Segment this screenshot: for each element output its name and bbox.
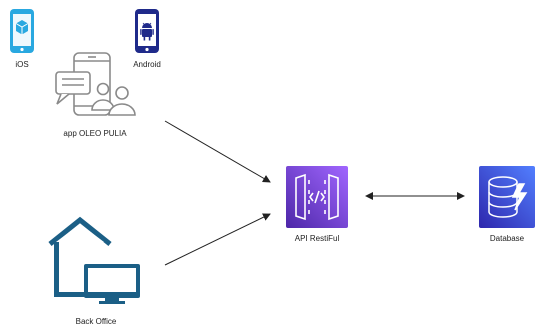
dynamodb-icon	[479, 166, 535, 228]
edge-backoffice-to-api	[164, 213, 271, 266]
house-monitor-icon	[48, 216, 140, 304]
android-mobile-icon	[135, 9, 159, 53]
api-gateway-icon	[286, 166, 348, 228]
ios-label: iOS	[15, 60, 29, 69]
edge-app-to-api	[164, 120, 271, 183]
ios-mobile-icon	[10, 9, 34, 53]
database-label: Database	[489, 234, 525, 243]
node-backoffice[interactable]: Back Office	[46, 216, 146, 326]
app-label: app OLEO PULIA	[63, 129, 127, 138]
node-android[interactable]: Android	[133, 8, 161, 76]
node-api[interactable]: API RestiFul	[282, 166, 352, 252]
android-label: Android	[133, 60, 161, 69]
node-database[interactable]: Database	[478, 166, 536, 252]
mobile-chat-users-icon	[55, 52, 136, 116]
api-label: API RestiFul	[294, 234, 340, 243]
node-ios[interactable]: iOS	[7, 8, 37, 76]
backoffice-label: Back Office	[75, 317, 117, 326]
node-app[interactable]: app OLEO PULIA	[40, 52, 150, 142]
